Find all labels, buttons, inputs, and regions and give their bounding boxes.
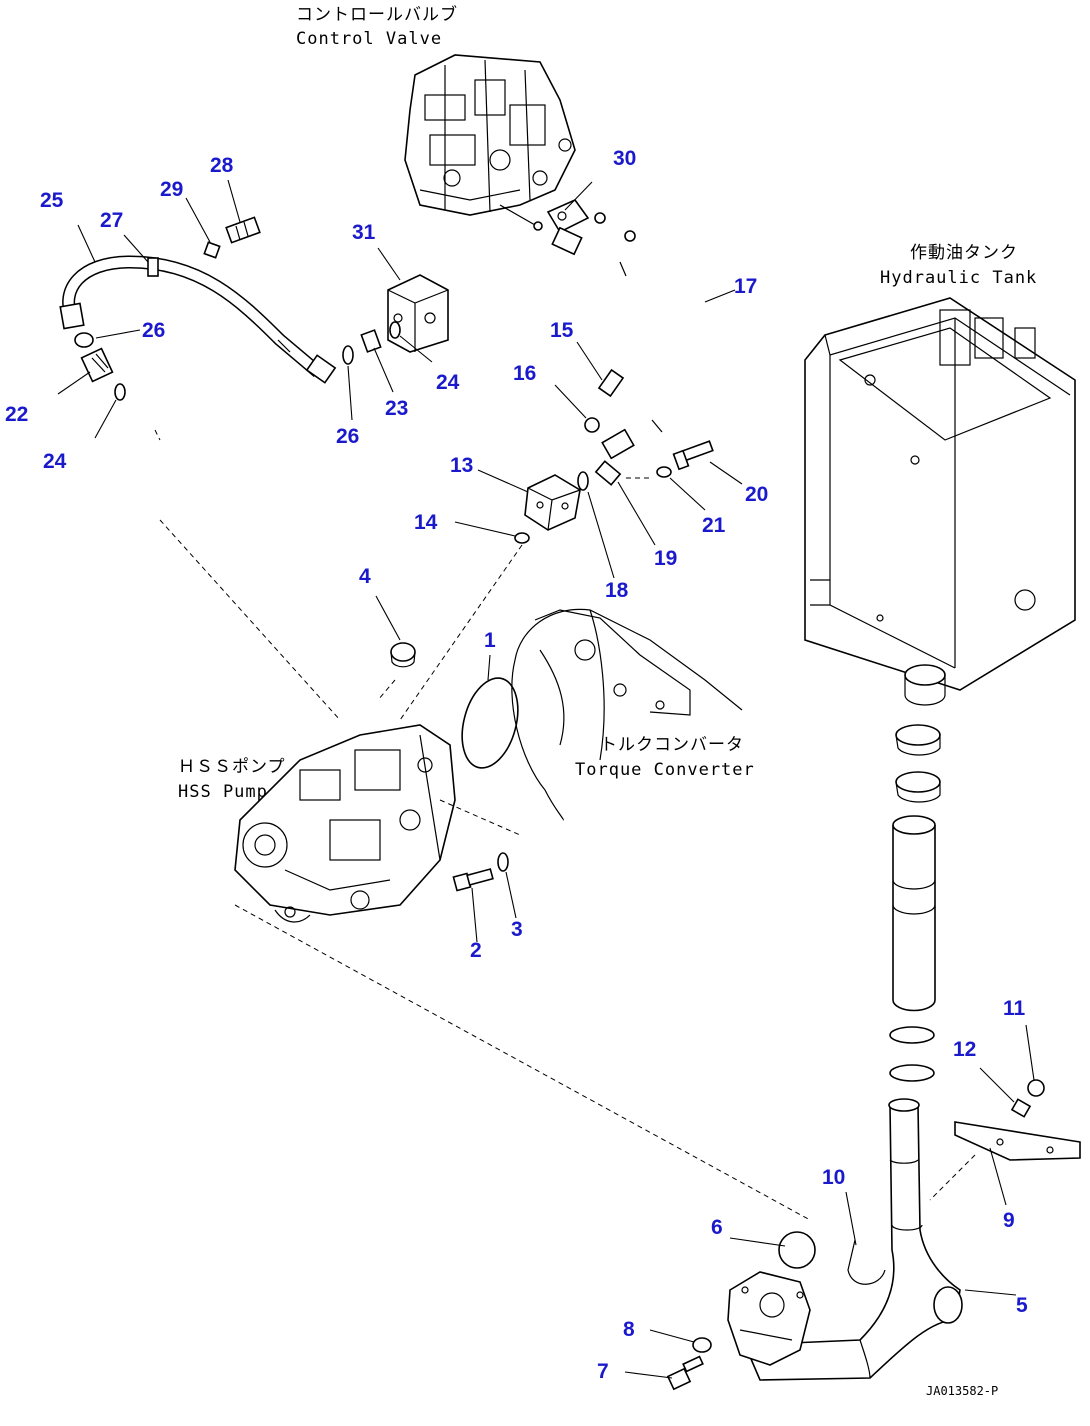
- washer-8: [692, 1337, 712, 1353]
- callout-6: 6: [711, 1216, 723, 1239]
- callout-24-left: 24: [43, 450, 67, 473]
- callout-18: 18: [605, 579, 629, 602]
- callout-21: 21: [702, 514, 726, 537]
- o-ring-18: [577, 471, 589, 491]
- centerline: [154, 429, 161, 441]
- bolt-20: [672, 440, 714, 471]
- o-ring-26-mid: [342, 345, 354, 365]
- hss-pump-label-en: HSS Pump: [178, 782, 268, 802]
- callout-4: 4: [359, 565, 371, 588]
- callout-25: 25: [40, 189, 64, 212]
- control-valve-label-en: Control Valve: [296, 29, 442, 49]
- hydraulic-tank-label-en: Hydraulic Tank: [880, 268, 1037, 288]
- control-valve: [404, 54, 576, 226]
- o-ring-26-left: [74, 332, 94, 348]
- callout-17: 17: [734, 275, 757, 298]
- nut-11: [1027, 1079, 1045, 1097]
- callout-19: 19: [654, 547, 677, 570]
- o-ring-24-left: [114, 383, 126, 401]
- block-13: [524, 474, 581, 531]
- callout-20: 20: [745, 483, 768, 506]
- elbow-28: [225, 216, 261, 244]
- callout-12: 12: [953, 1038, 976, 1061]
- callout-26-left: 26: [142, 319, 165, 342]
- bracket-9: [954, 1121, 1081, 1161]
- callout-15: 15: [550, 319, 574, 342]
- torque-converter-label-jp: トルクコンバータ: [600, 735, 744, 755]
- callout-26-mid: 26: [336, 425, 359, 448]
- gasket-1: [461, 677, 519, 769]
- hose-25: [59, 255, 337, 384]
- clip-10: [847, 1239, 886, 1285]
- bolt-7: [666, 1355, 704, 1391]
- callout-11: 11: [1003, 997, 1026, 1020]
- callout-5: 5: [1016, 1294, 1028, 1317]
- callout-1: 1: [484, 629, 496, 652]
- hose-17: [551, 226, 719, 460]
- callout-13: 13: [450, 454, 473, 477]
- callout-31: 31: [352, 221, 376, 244]
- outlet-tube: [889, 724, 941, 1082]
- nut-29: [203, 241, 221, 259]
- callout-29: 29: [160, 178, 183, 201]
- hydraulic-tank-label-jp: 作動油タンク: [910, 243, 1018, 263]
- washer-12: [1010, 1098, 1032, 1118]
- fitting-23: [360, 329, 382, 353]
- callout-9: 9: [1003, 1209, 1015, 1232]
- callout-23: 23: [385, 397, 408, 420]
- control-valve-label-jp: コントロールバルブ: [296, 4, 458, 25]
- o-ring-14: [514, 532, 530, 544]
- torque-converter-label-en: Torque Converter: [575, 760, 755, 780]
- torque-converter: [511, 608, 743, 821]
- centerline: [159, 519, 341, 721]
- callout-8: 8: [623, 1318, 635, 1341]
- callout-7: 7: [597, 1360, 609, 1383]
- washer-16: [584, 417, 600, 433]
- hss-pump: [234, 724, 456, 923]
- washer-21: [656, 466, 672, 478]
- callouts: 1 2 3 4 5 6 7 8 9 10 11 12 13 14 15 16 1…: [5, 147, 1028, 1383]
- suction-pipe-5: [743, 1098, 963, 1381]
- callout-24-right: 24: [436, 371, 460, 394]
- o-ring-6: [778, 1231, 816, 1269]
- callout-16: 16: [513, 362, 536, 385]
- callout-22: 22: [5, 403, 28, 426]
- leader-lines: [57, 179, 1035, 1379]
- callout-14: 14: [414, 511, 438, 534]
- callout-30: 30: [613, 147, 636, 170]
- centerline: [377, 679, 396, 701]
- bolt-2: [452, 868, 494, 892]
- fitting-19: [594, 460, 622, 486]
- hydraulic-tank: [804, 297, 1076, 706]
- hss-pump-label-jp: ＨＳＳポンプ: [178, 757, 286, 777]
- washer-3: [497, 852, 509, 872]
- centerline: [929, 1154, 976, 1201]
- callout-28: 28: [210, 154, 234, 177]
- callout-27: 27: [100, 209, 123, 232]
- callout-3: 3: [511, 918, 523, 941]
- callout-10: 10: [822, 1166, 845, 1189]
- o-ring-24-mid: [389, 321, 401, 339]
- callout-2: 2: [470, 939, 482, 962]
- flange-30: [533, 199, 636, 242]
- drawing-code: JA013582-P: [926, 1384, 998, 1398]
- pump-body: [727, 1271, 811, 1366]
- centerline: [439, 799, 521, 836]
- block-31: [387, 274, 449, 353]
- fitting-22: [80, 347, 114, 383]
- bolt-15: [597, 368, 625, 398]
- centerline: [234, 904, 811, 1221]
- cap-4: [390, 642, 416, 668]
